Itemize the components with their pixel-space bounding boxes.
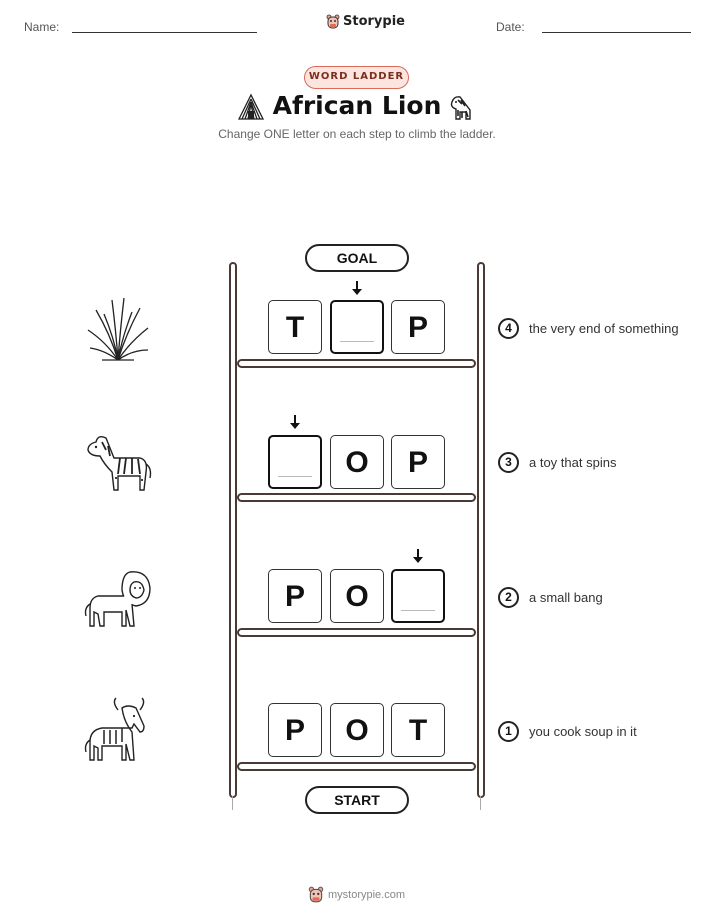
goal-label: GOAL: [305, 244, 409, 272]
ladder-left-foot: [232, 796, 233, 810]
name-field[interactable]: [72, 32, 257, 33]
step-clue: the very end of something: [529, 321, 679, 336]
letter-tile: P: [391, 435, 445, 489]
name-label: Name:: [24, 20, 60, 34]
ladder-right-rail: [477, 262, 485, 798]
footer: mystorypie.com: [308, 886, 405, 903]
letter-tile: P: [268, 703, 322, 757]
zebra-icon: [87, 435, 152, 491]
ladder-left-rail: [229, 262, 237, 798]
ladder-rung: [237, 493, 476, 502]
letter-tile: P: [391, 300, 445, 354]
lion-icon: [84, 571, 151, 627]
ladder-right-foot: [480, 796, 481, 810]
step-number: 2: [498, 587, 519, 608]
change-here-arrow-icon: [413, 549, 423, 563]
letter-tile: T: [391, 703, 445, 757]
blank-letter-tile[interactable]: [391, 569, 445, 623]
brand-name: Storypie: [343, 14, 405, 29]
grass-icon: [87, 297, 149, 361]
date-label: Date:: [496, 20, 525, 34]
brand-logo: Storypie: [326, 14, 405, 29]
ladder-rung: [237, 628, 476, 637]
storypie-mascot-icon: [308, 886, 324, 903]
change-here-arrow-icon: [290, 415, 300, 429]
zebra-head-icon: [450, 96, 471, 120]
step-number: 4: [498, 318, 519, 339]
change-here-arrow-icon: [352, 281, 362, 295]
step-clue: a toy that spins: [529, 455, 617, 470]
date-field[interactable]: [542, 32, 691, 33]
letter-tile: O: [330, 703, 384, 757]
letter-tile: T: [268, 300, 322, 354]
start-label: START: [305, 786, 409, 814]
letter-tile: O: [330, 435, 384, 489]
blank-letter-tile[interactable]: [268, 435, 322, 489]
storypie-mascot-icon: [326, 14, 340, 29]
step-number: 3: [498, 452, 519, 473]
blank-letter-tile[interactable]: [330, 300, 384, 354]
grass-hut-icon: [237, 93, 265, 120]
step-clue: you cook soup in it: [529, 724, 637, 739]
ladder-rung: [237, 359, 476, 368]
worksheet-title: African Lion: [272, 91, 442, 120]
step-number: 1: [498, 721, 519, 742]
letter-tile: P: [268, 569, 322, 623]
footer-site: mystorypie.com: [328, 888, 406, 901]
ladder-rung: [237, 762, 476, 771]
activity-badge: WORD LADDER: [304, 66, 409, 89]
step-clue: a small bang: [529, 590, 603, 605]
letter-tile: O: [330, 569, 384, 623]
wildebeest-icon: [84, 697, 145, 761]
instructions: Change ONE letter on each step to climb …: [218, 127, 496, 141]
